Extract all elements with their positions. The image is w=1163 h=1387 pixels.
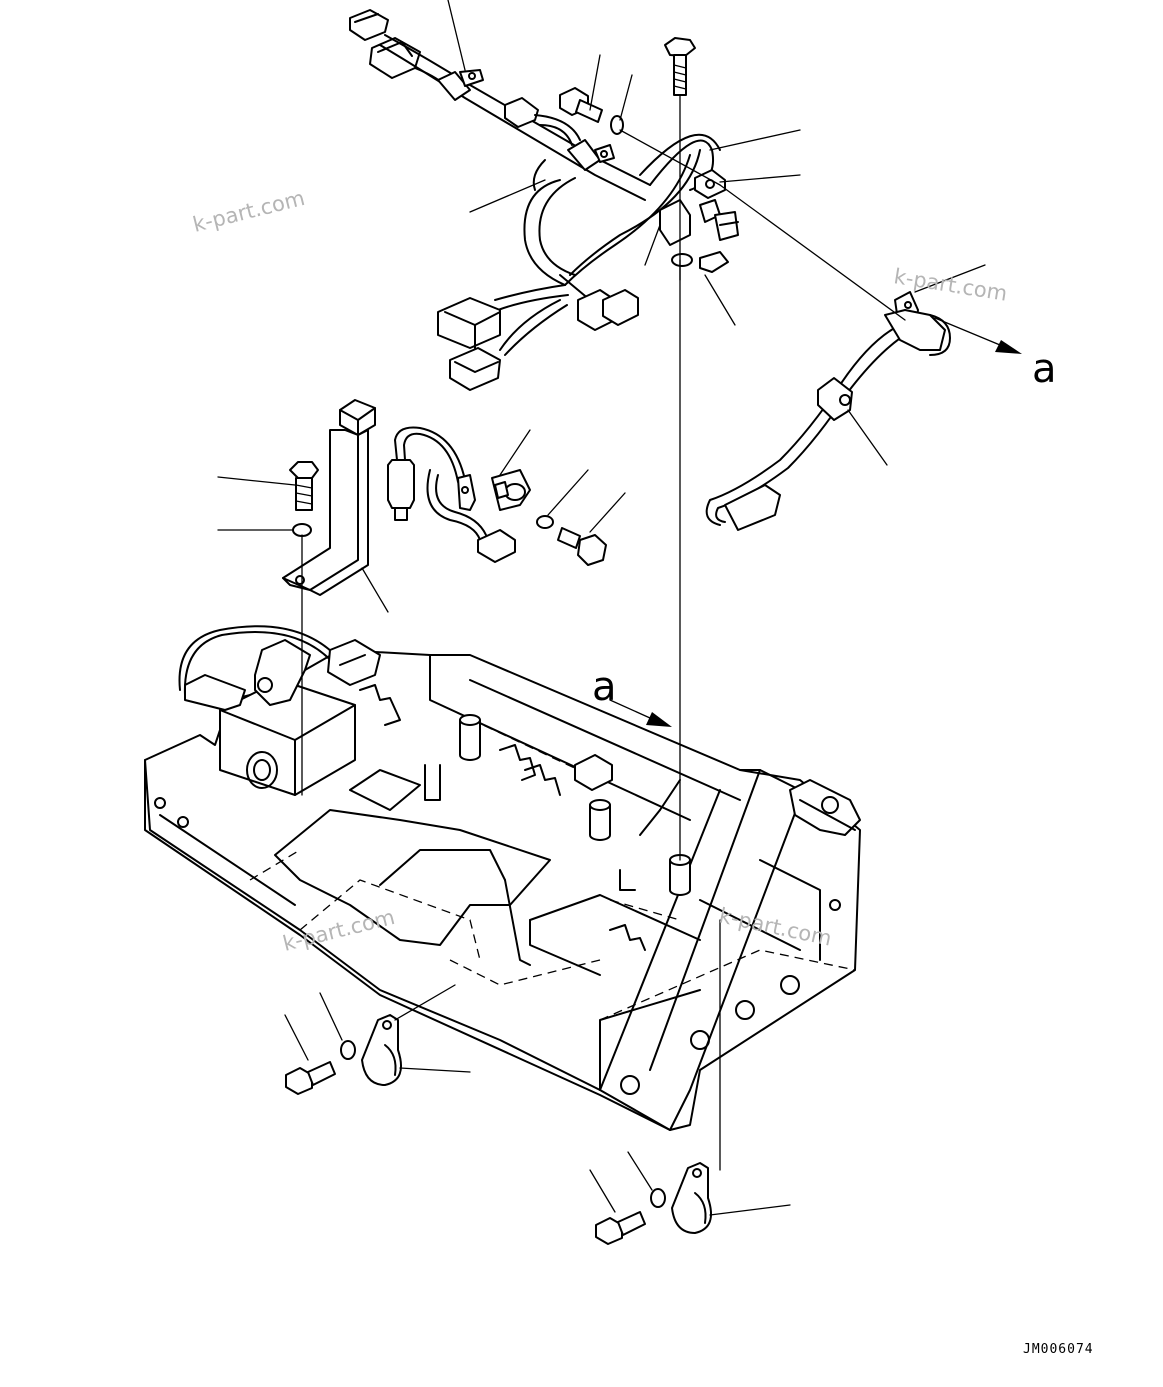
view-arrow-right xyxy=(934,317,1022,354)
bolt-left xyxy=(289,461,319,511)
clamp-bottom-left xyxy=(361,1014,402,1086)
frame-small-block xyxy=(574,754,613,791)
washer-bottom-right xyxy=(650,1188,666,1208)
frame-boss-3 xyxy=(669,854,691,896)
clamp-bottom-right xyxy=(671,1162,712,1234)
harness-connector-3 xyxy=(504,97,539,128)
drawing-code: JM006074 xyxy=(1023,1342,1094,1357)
sensor-connector xyxy=(477,529,516,563)
watermark-4: k-part.com xyxy=(717,903,834,950)
sensor-bracket xyxy=(282,399,376,596)
wiring-harness xyxy=(349,9,739,391)
bolt-bottom-right xyxy=(595,1211,646,1245)
sensor-harness xyxy=(705,291,951,531)
harness-bracket xyxy=(694,169,726,199)
washer-bottom-left xyxy=(340,1040,356,1060)
harness-connector-5 xyxy=(449,347,501,391)
view-arrow-down xyxy=(609,699,672,727)
sensor-clamp xyxy=(817,377,853,421)
washer-left xyxy=(292,523,312,537)
watermark-3: k-part.com xyxy=(280,905,397,956)
leader-lines xyxy=(217,0,986,1216)
valve-block xyxy=(178,625,381,796)
connector-on-frame xyxy=(327,639,381,686)
frame-front-rail xyxy=(144,759,671,1131)
harness-connector-1 xyxy=(349,9,389,41)
sensor-body xyxy=(724,484,781,531)
frame-assembly xyxy=(144,649,861,1131)
bolt-vertical xyxy=(664,37,696,96)
clamp-mid xyxy=(491,469,531,511)
harness-clamp-1 xyxy=(437,71,471,101)
washer-mid xyxy=(671,253,693,267)
washer-mid-right xyxy=(536,515,554,529)
center-lines xyxy=(301,94,906,1171)
bolt-mid-right xyxy=(557,527,607,566)
bolt-top-left xyxy=(559,87,603,123)
watermark-1: k-part.com xyxy=(190,186,307,237)
bolt-bottom-left xyxy=(285,1061,336,1095)
frame-end-beam xyxy=(669,769,801,1131)
pressure-switch xyxy=(387,426,516,563)
frame-boss-2 xyxy=(589,799,611,841)
frame-boss-1 xyxy=(459,714,481,761)
frame-top-plate xyxy=(274,809,551,946)
clip-mid xyxy=(699,251,729,273)
view-label-down: a xyxy=(592,664,617,710)
view-label-right: a xyxy=(1032,346,1057,392)
